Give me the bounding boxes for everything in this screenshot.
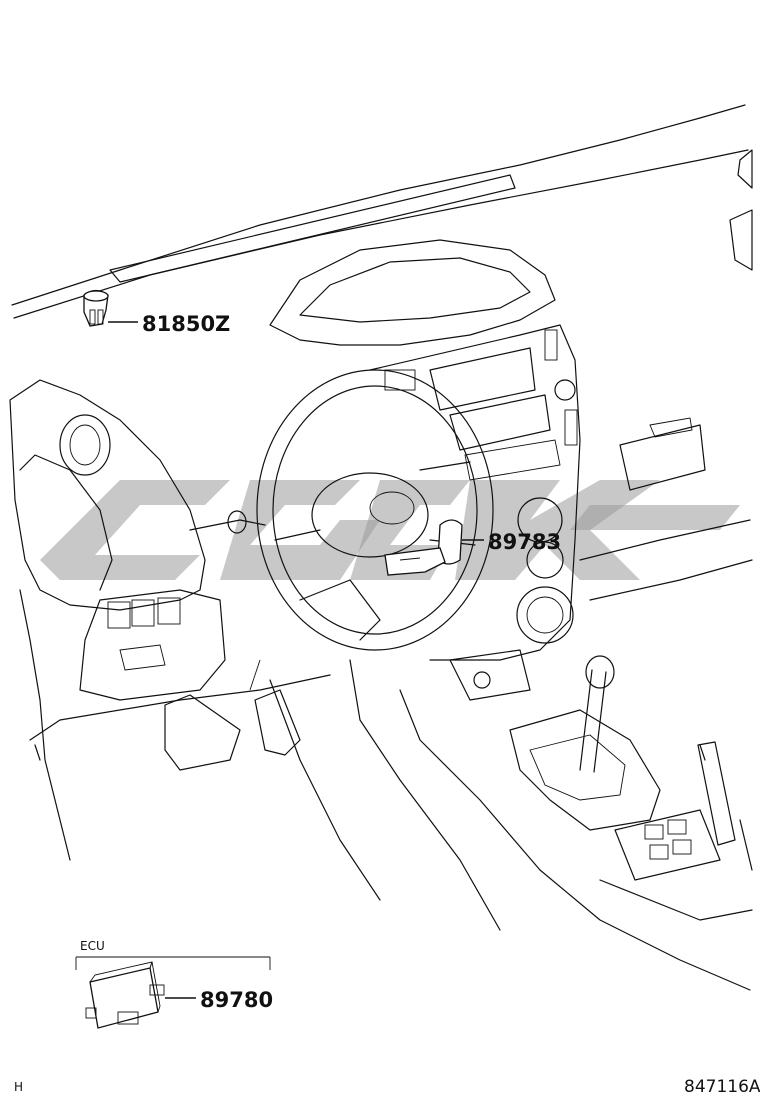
callout-89783[interactable]: 89783 — [488, 530, 561, 554]
callout-89780[interactable]: 89780 — [200, 988, 273, 1012]
callout-81850z[interactable]: 81850Z — [142, 312, 230, 336]
dashboard-outline — [9, 104, 753, 991]
ecu-label: ECU — [80, 939, 105, 953]
diagram-code: 847116A — [684, 1077, 760, 1097]
corner-mark: H — [14, 1080, 23, 1094]
part-89783[interactable] — [384, 519, 463, 576]
ecu-bracket — [75, 956, 271, 970]
part-89780[interactable] — [85, 961, 165, 1029]
part-81850z[interactable] — [83, 289, 109, 327]
